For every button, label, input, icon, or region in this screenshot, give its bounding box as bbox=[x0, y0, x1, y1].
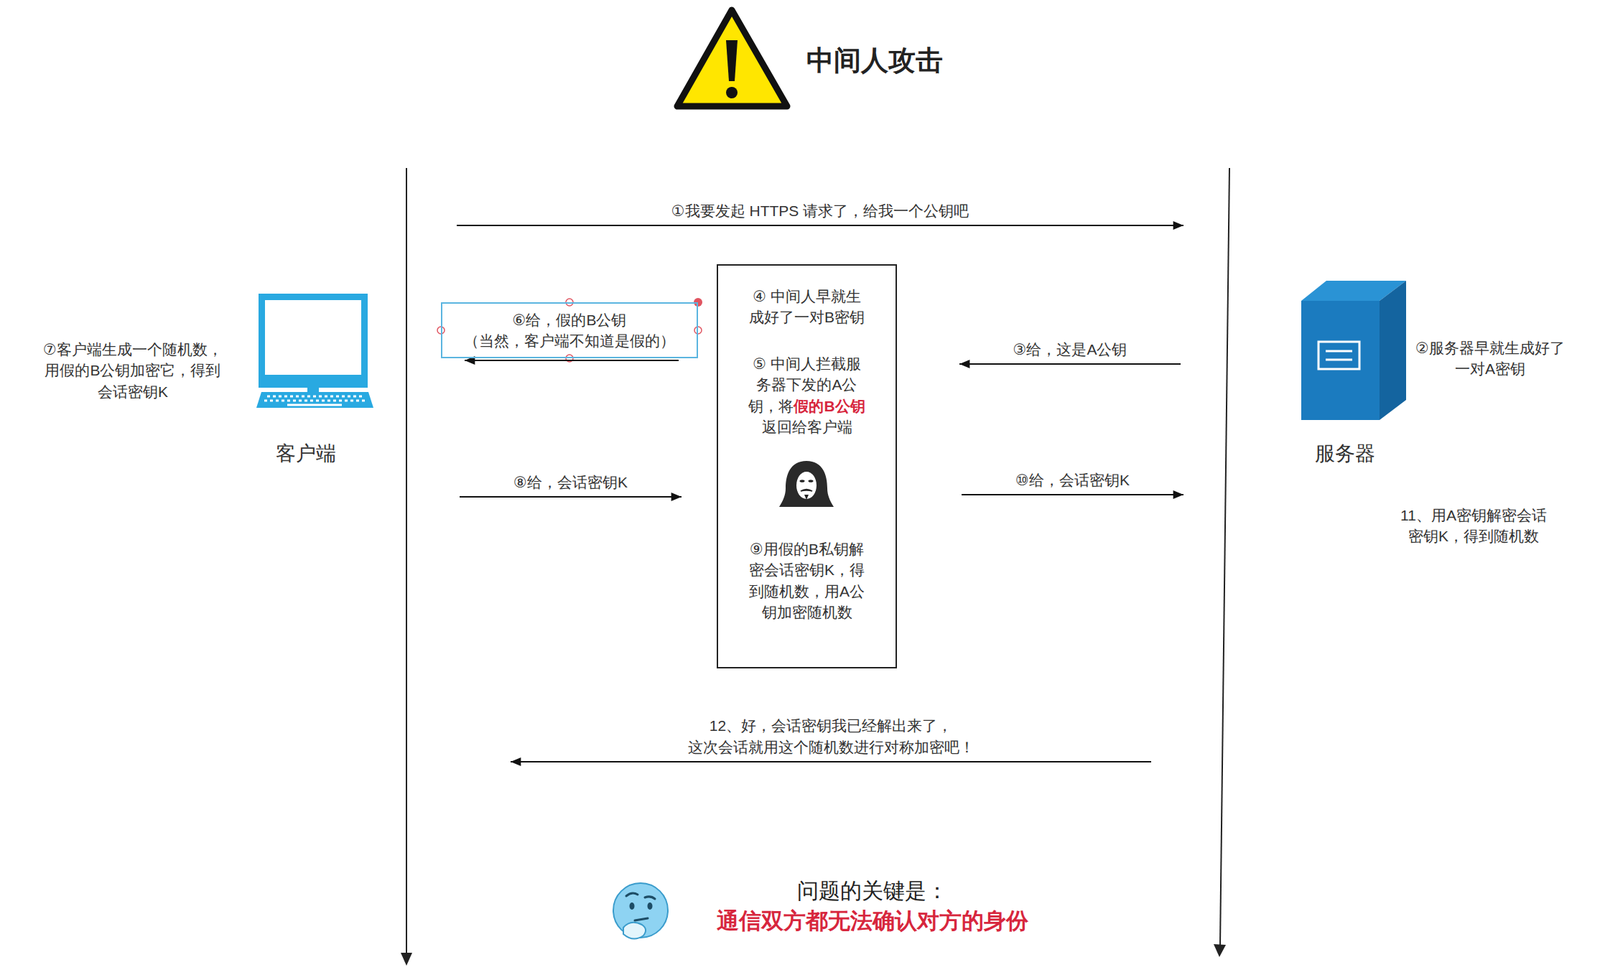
emoji-brow bbox=[626, 893, 638, 897]
node-text: （当然，客户端不知道是假的） bbox=[463, 332, 676, 350]
monitor-frame bbox=[258, 293, 368, 388]
attacker-box: ④ 中间人早就生成好了一对B密钥⑤ 中间人拦截服务器下发的A公钥，将假的B公钥返… bbox=[716, 264, 897, 669]
message-label: 12、好，会话密钥我已经解出来了，这次会话就用这个随机数进行对称加密吧！ bbox=[677, 715, 985, 758]
message-label: ⑧给，会话密钥K bbox=[510, 471, 631, 493]
mask-moustache bbox=[800, 489, 813, 492]
server-slot-line bbox=[1325, 350, 1353, 353]
mask-eye bbox=[808, 479, 814, 483]
server-side bbox=[1379, 280, 1407, 421]
mask-eye bbox=[800, 479, 806, 483]
client-node: 客户端 bbox=[244, 201, 457, 776]
hacker-mask bbox=[796, 471, 817, 500]
keyboard-space bbox=[287, 404, 342, 407]
message-label: ①我要发起 HTTPS 请求了，给我一个公钥吧 bbox=[668, 200, 972, 222]
node-text: ⑨用假的B私钥解密会话密钥K，得到随机数，用A公钥加密随机数 bbox=[749, 540, 865, 621]
node-text: 返回给客户端 bbox=[761, 418, 853, 436]
emoji-hand bbox=[623, 922, 646, 940]
lifeline-arrowhead bbox=[400, 952, 413, 966]
hacker-hood bbox=[779, 461, 834, 508]
keyboard bbox=[256, 392, 374, 408]
selection-handle bbox=[694, 326, 702, 334]
node-text: 服务器 bbox=[1314, 442, 1376, 465]
mask-beard bbox=[804, 494, 809, 500]
keyboard-keys bbox=[267, 395, 364, 398]
message-label: ⑩给，会话密钥K bbox=[1012, 469, 1133, 491]
message-arrow bbox=[456, 224, 1184, 227]
server-front bbox=[1301, 300, 1380, 421]
server-node: 服务器 bbox=[1183, 201, 1419, 776]
client-lifeline bbox=[405, 168, 408, 956]
note-label: ②服务器早就生成好了一对A密钥 bbox=[1413, 337, 1568, 380]
node-text: ④ 中间人早就生成好了一对B密钥 bbox=[749, 287, 865, 326]
diagram-title: 中间人攻击 bbox=[806, 44, 943, 78]
server-slot-line bbox=[1325, 359, 1353, 362]
warning-dot bbox=[726, 86, 738, 99]
monitor-screen bbox=[264, 300, 362, 375]
lifeline-arrowhead bbox=[1213, 944, 1226, 958]
message-arrow bbox=[961, 494, 1184, 496]
conclusion-heading: 问题的关键是： bbox=[797, 877, 948, 905]
message-label: ③给，这是A公钥 bbox=[1010, 338, 1131, 360]
node-text: 假的B公钥 bbox=[793, 397, 865, 415]
note-label: 11、用A密钥解密会话密钥K，得到随机数 bbox=[1397, 504, 1550, 548]
message-arrow bbox=[459, 496, 682, 498]
note-label: ⑦客户端生成一个随机数，用假的B公钥加密它，得到会话密钥K bbox=[39, 338, 227, 403]
server-lifeline bbox=[1220, 168, 1230, 947]
monitor-neck bbox=[307, 387, 319, 393]
server-slot bbox=[1318, 341, 1360, 370]
message-arrow bbox=[959, 363, 1181, 365]
emoji-eye bbox=[629, 902, 635, 910]
node-text: ⑥给，假的B公钥 bbox=[512, 311, 627, 329]
warning-triangle bbox=[677, 10, 788, 107]
node-text: 客户端 bbox=[275, 442, 337, 465]
message-arrow bbox=[464, 359, 679, 362]
emoji-eye bbox=[647, 902, 653, 910]
message-box: ⑥给，假的B公钥 （当然，客户端不知道是假的） bbox=[440, 302, 699, 359]
warning-mark bbox=[726, 40, 738, 82]
conclusion-text: 通信双方都无法确认对方的身份 bbox=[716, 907, 1029, 936]
message-arrow bbox=[510, 761, 1152, 763]
emoji-brow bbox=[644, 896, 655, 900]
emoji-mouth bbox=[634, 918, 648, 921]
keyboard-keys bbox=[264, 400, 367, 403]
